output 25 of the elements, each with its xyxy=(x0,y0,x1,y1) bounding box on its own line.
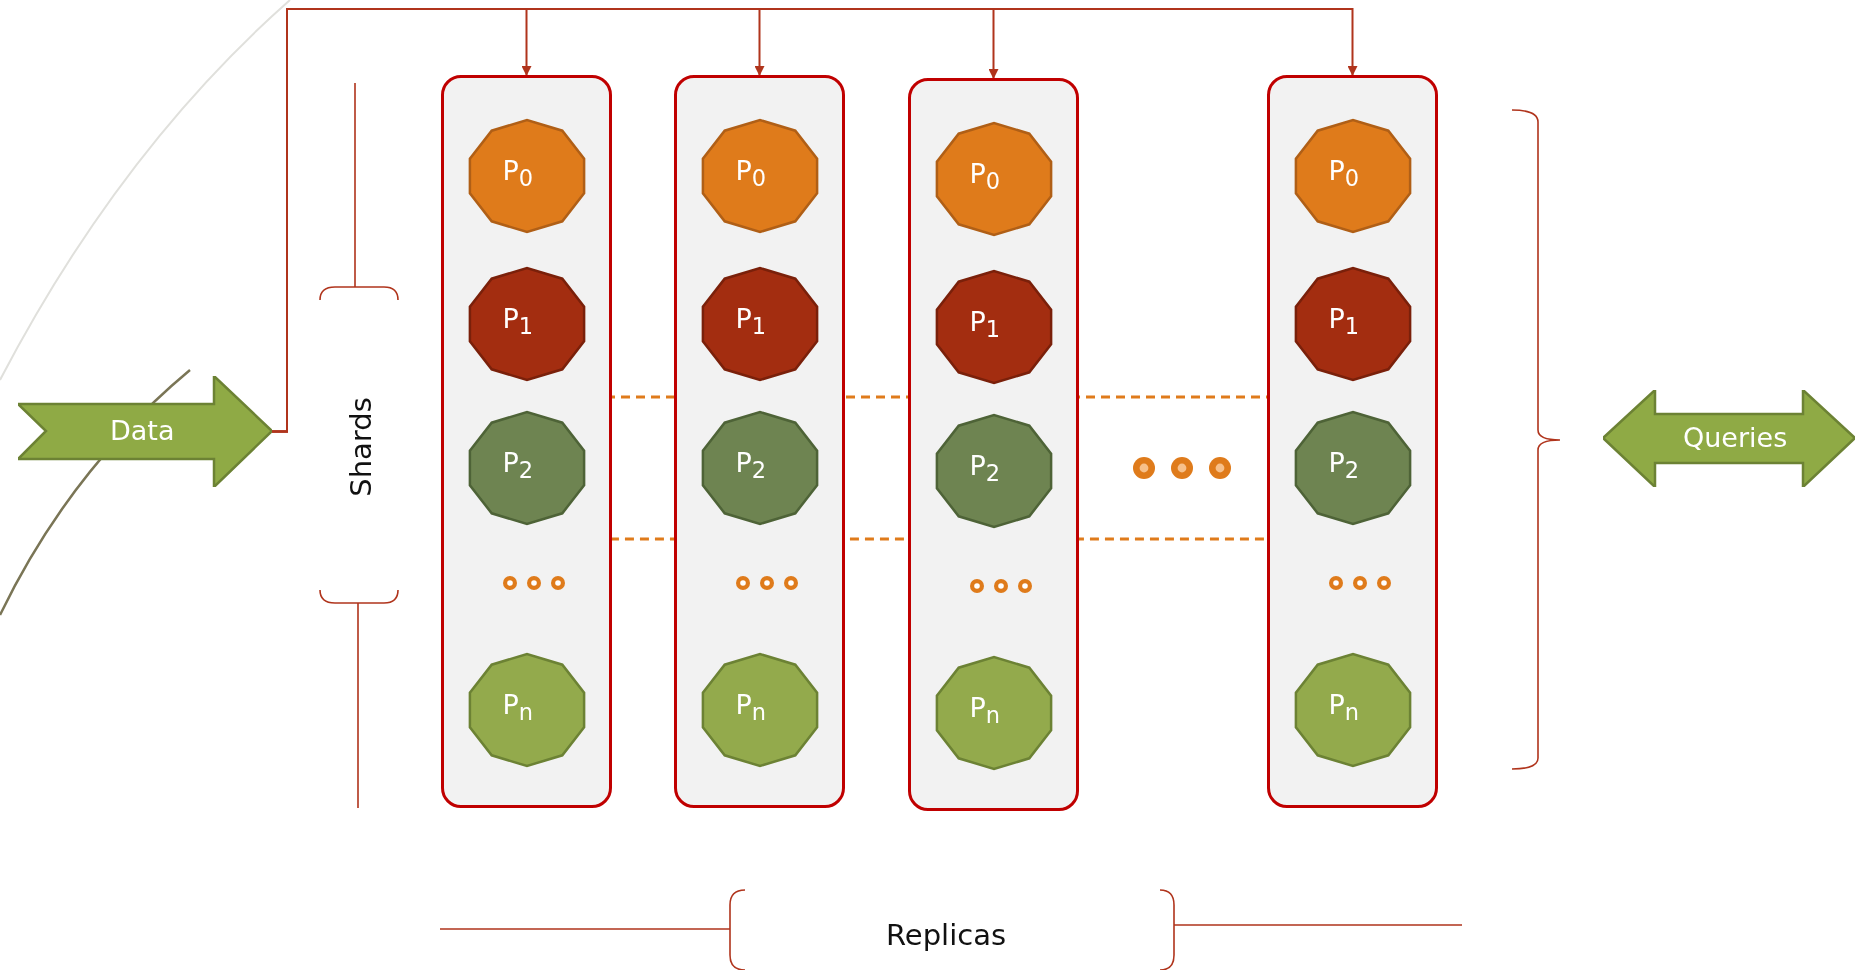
partition-label: P$_{2}$ xyxy=(502,447,534,484)
partition-label: P$_{n}$ xyxy=(1328,689,1360,726)
partition-label: P$_{0}$ xyxy=(969,158,1001,195)
connector-arrow xyxy=(271,8,1358,433)
partition-label: P$_{1}$ xyxy=(502,303,534,340)
axis-label: Replicas xyxy=(886,918,1007,952)
partition-label: P$_{1}$ xyxy=(1328,303,1360,340)
partition-label: P$_{0}$ xyxy=(502,155,534,192)
partition-label: P$_{2}$ xyxy=(735,447,767,484)
arrow-label: Data xyxy=(110,414,175,446)
replica-column xyxy=(1267,75,1438,808)
partition-label: P$_{0}$ xyxy=(735,155,767,192)
replica-column xyxy=(441,75,612,808)
partition-label: P$_{2}$ xyxy=(1328,447,1360,484)
partition-label: P$_{n}$ xyxy=(735,689,767,726)
arrow-label: Queries xyxy=(1683,421,1788,453)
replica-column xyxy=(674,75,845,808)
partition-label: P$_{n}$ xyxy=(502,689,534,726)
partition-label: P$_{1}$ xyxy=(735,303,767,340)
replica-column xyxy=(908,78,1079,811)
partition-label: P$_{0}$ xyxy=(1328,155,1360,192)
partition-label: P$_{2}$ xyxy=(969,450,1001,487)
partition-label: P$_{1}$ xyxy=(969,306,1001,343)
partition-label: P$_{n}$ xyxy=(969,692,1001,729)
axis-label: Shards xyxy=(343,397,378,497)
